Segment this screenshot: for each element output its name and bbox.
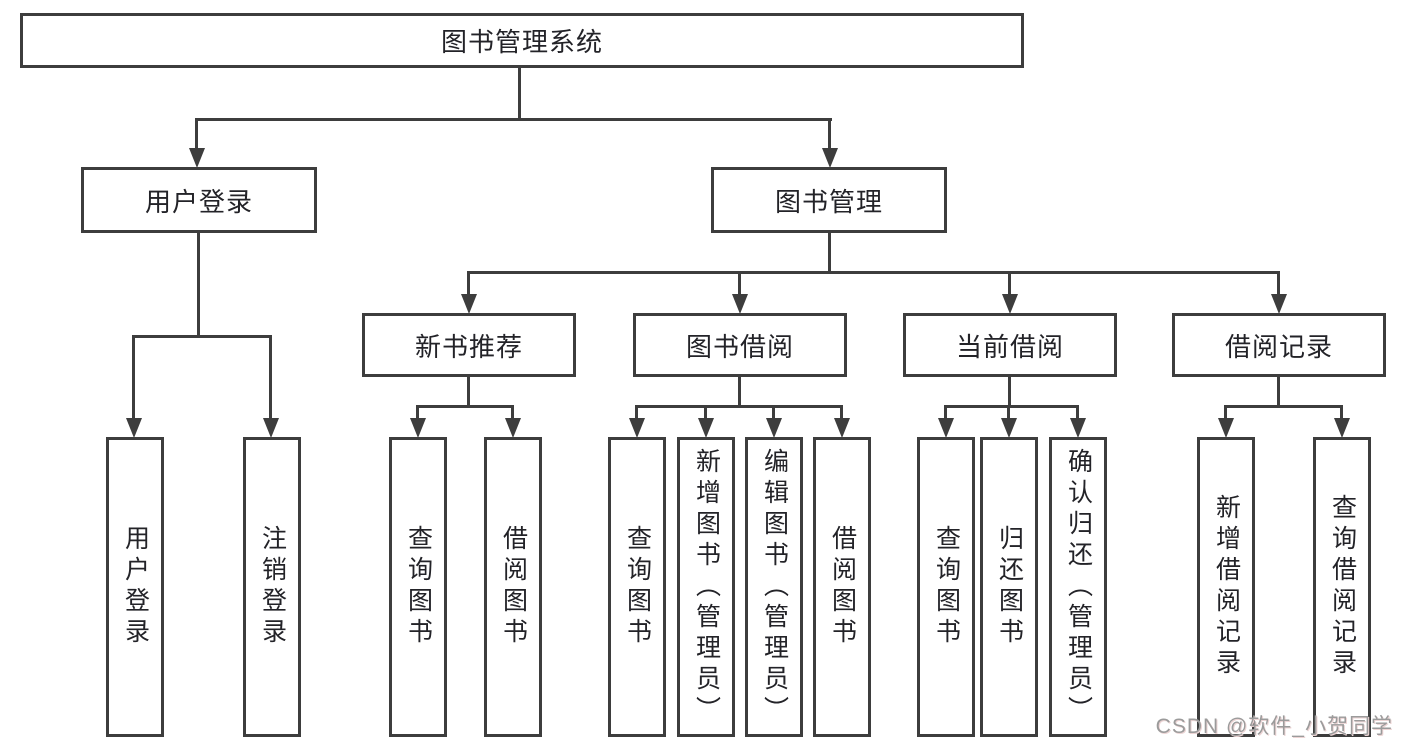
connector-line <box>1007 407 1010 420</box>
leaf-label: 查询图书 <box>404 525 433 649</box>
connector-line <box>269 337 272 420</box>
connector-line <box>1224 407 1227 420</box>
leaf-label: 归还图书 <box>995 525 1024 649</box>
connector-line <box>1340 407 1343 420</box>
leaf-label: 查询图书 <box>623 525 652 649</box>
connector-line <box>944 405 1079 408</box>
connector-line <box>467 375 470 407</box>
connector-line <box>828 231 831 274</box>
leaf-query-books-current: 查询图书 <box>917 437 975 737</box>
node-book-management: 图书管理 <box>711 167 947 233</box>
arrowhead-icon <box>938 418 954 438</box>
connector-line <box>511 407 514 420</box>
connector-line <box>467 273 470 296</box>
connector-line <box>416 405 514 408</box>
connector-line <box>1008 375 1011 407</box>
arrowhead-icon <box>505 418 521 438</box>
arrowhead-icon <box>1070 418 1086 438</box>
connector-line <box>635 407 638 420</box>
arrowhead-icon <box>1271 294 1287 314</box>
watermark: CSDN @软件_小贺同学 <box>1155 715 1393 738</box>
leaf-logout: 注销登录 <box>243 437 301 737</box>
leaf-borrow-books-recommend: 借阅图书 <box>484 437 542 737</box>
connector-line <box>132 337 135 420</box>
leaf-query-books-recommend: 查询图书 <box>389 437 447 737</box>
connector-line <box>1008 273 1011 296</box>
connector-line <box>1224 405 1343 408</box>
connector-line <box>635 405 843 408</box>
node-label: 借阅记录 <box>1224 331 1333 362</box>
arrowhead-icon <box>126 418 142 438</box>
connector-line <box>195 120 198 150</box>
connector-line <box>944 407 947 420</box>
leaf-add-borrowing-record: 新增借阅记录 <box>1197 437 1255 737</box>
leaf-label: 查询图书 <box>932 525 961 649</box>
node-new-book-recommendation: 新书推荐 <box>362 313 576 377</box>
node-label: 新书推荐 <box>414 331 523 362</box>
node-book-borrowing: 图书借阅 <box>633 313 847 377</box>
connector-line <box>840 407 843 420</box>
leaf-label: 编辑图书（管理员） <box>760 447 789 727</box>
arrowhead-icon <box>1001 418 1017 438</box>
connector-line <box>416 407 419 420</box>
leaf-label: 新增借阅记录 <box>1212 494 1241 680</box>
arrowhead-icon <box>461 294 477 314</box>
arrowhead-icon <box>834 418 850 438</box>
connector-line <box>738 273 741 296</box>
node-current-borrowing: 当前借阅 <box>903 313 1117 377</box>
leaf-label: 借阅图书 <box>499 525 528 649</box>
leaf-query-books-borrowing: 查询图书 <box>608 437 666 737</box>
connector-line <box>518 66 521 120</box>
leaf-query-borrowing-record: 查询借阅记录 <box>1313 437 1371 737</box>
leaf-return-books: 归还图书 <box>980 437 1038 737</box>
leaf-label: 用户登录 <box>121 525 150 649</box>
leaf-user-login: 用户登录 <box>106 437 164 737</box>
node-label: 当前借阅 <box>955 331 1064 362</box>
leaf-label: 新增图书（管理员） <box>692 447 721 727</box>
connector-line <box>1277 273 1280 296</box>
leaf-label: 借阅图书 <box>828 525 857 649</box>
leaf-edit-books-admin: 编辑图书（管理员） <box>745 437 803 737</box>
arrowhead-icon <box>766 418 782 438</box>
arrowhead-icon <box>732 294 748 314</box>
connector-line <box>132 335 272 338</box>
arrowhead-icon <box>263 418 279 438</box>
arrowhead-icon <box>1002 294 1018 314</box>
arrowhead-icon <box>698 418 714 438</box>
node-borrowing-records: 借阅记录 <box>1172 313 1386 377</box>
leaf-label: 注销登录 <box>258 525 287 649</box>
leaf-borrow-books-borrowing: 借阅图书 <box>813 437 871 737</box>
leaf-add-books-admin: 新增图书（管理员） <box>677 437 735 737</box>
leaf-label: 确认归还（管理员） <box>1064 447 1093 727</box>
node-label: 图书借阅 <box>685 331 794 362</box>
connector-line <box>1076 407 1079 420</box>
leaf-label: 查询借阅记录 <box>1328 494 1357 680</box>
arrowhead-icon <box>1218 418 1234 438</box>
arrowhead-icon <box>410 418 426 438</box>
node-label: 图书管理系统 <box>440 27 603 57</box>
connector-line <box>704 407 707 420</box>
arrowhead-icon <box>629 418 645 438</box>
node-library-management-system: 图书管理系统 <box>20 13 1024 68</box>
node-user-login: 用户登录 <box>81 167 317 233</box>
arrowhead-icon <box>189 148 205 168</box>
node-label: 图书管理 <box>774 186 883 217</box>
connector-line <box>197 231 200 337</box>
connector-line <box>828 120 831 150</box>
leaf-confirm-return-admin: 确认归还（管理员） <box>1049 437 1107 737</box>
node-label: 用户登录 <box>144 186 253 217</box>
connector-line <box>738 375 741 407</box>
connector-line <box>1277 375 1280 407</box>
connector-line <box>195 118 832 121</box>
arrowhead-icon <box>1334 418 1350 438</box>
arrowhead-icon <box>822 148 838 168</box>
connector-line <box>467 271 1280 274</box>
connector-line <box>772 407 775 420</box>
